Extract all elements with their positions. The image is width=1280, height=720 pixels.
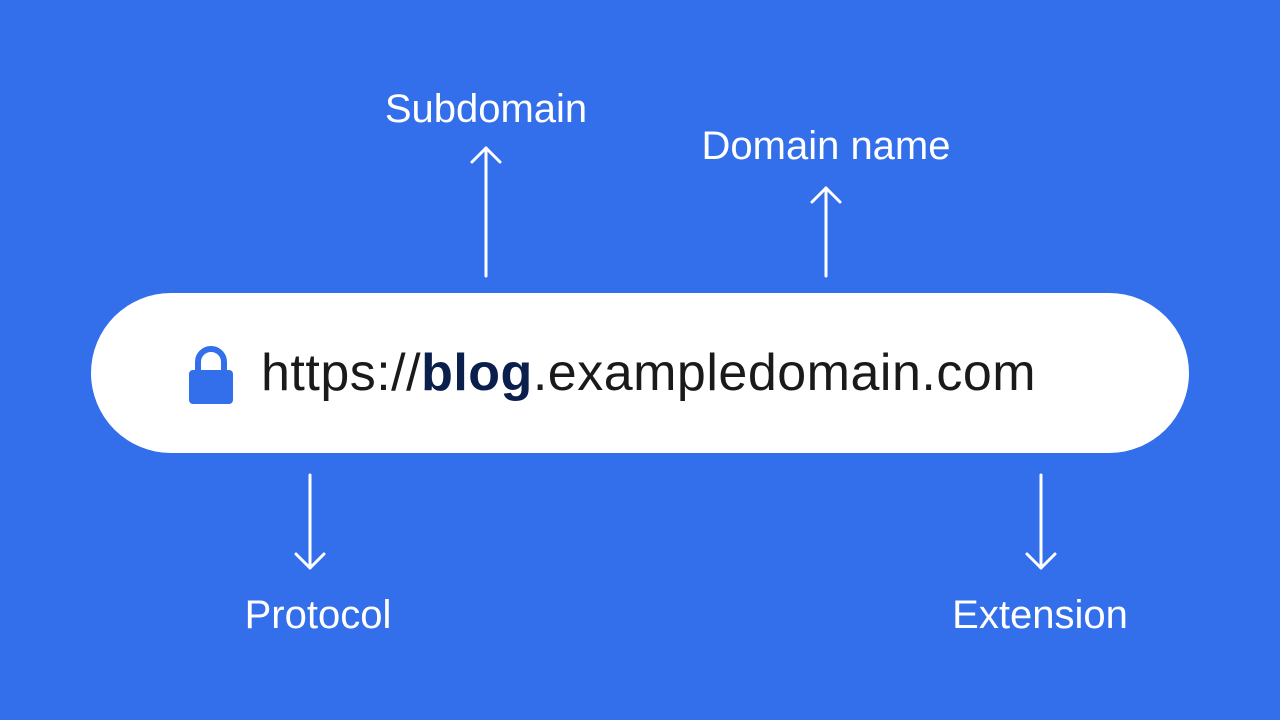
url-subdomain-part: blog [421, 344, 533, 402]
url-rest-part: .exampledomain.com [532, 344, 1037, 402]
domain-name-label: Domain name [701, 124, 951, 168]
subdomain-label: Subdomain [384, 87, 588, 131]
url-text: https://blog.exampledomain.com [261, 343, 1036, 403]
extension-arrow-icon [1025, 473, 1057, 570]
subdomain-arrow-icon [470, 146, 502, 278]
domain-name-arrow-icon [810, 186, 842, 278]
protocol-label: Protocol [244, 593, 392, 637]
protocol-arrow-icon [294, 473, 326, 570]
extension-label: Extension [952, 593, 1128, 637]
lock-icon [189, 346, 233, 404]
url-bar[interactable]: https://blog.exampledomain.com [91, 293, 1189, 453]
url-protocol-part: https:// [261, 344, 422, 402]
